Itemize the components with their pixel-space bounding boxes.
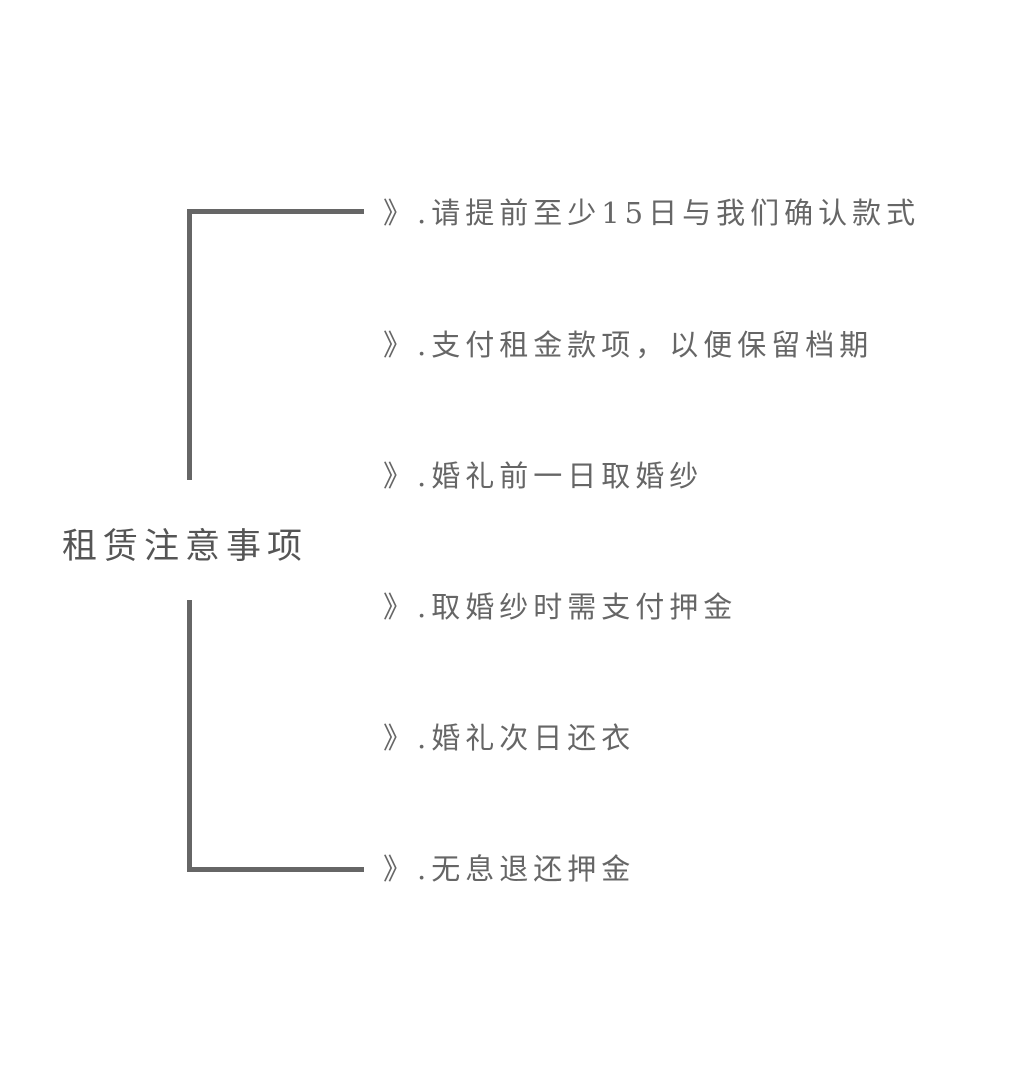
list-item-text: 取婚纱时需支付押金 bbox=[431, 590, 738, 624]
bracket-bottom-horizontal bbox=[187, 867, 364, 872]
bullet-prefix: 》. bbox=[383, 590, 432, 624]
diagram-title: 租赁注意事项 bbox=[62, 527, 309, 567]
bracket-bottom-vertical bbox=[187, 600, 192, 872]
bullet-prefix: 》. bbox=[383, 721, 432, 755]
bullet-prefix: 》. bbox=[383, 459, 432, 493]
list-item: 》.支付租金款项，以便保留档期 bbox=[383, 325, 873, 365]
list-item-text: 支付租金款项，以便保留档期 bbox=[431, 328, 874, 362]
list-item: 》.婚礼次日还衣 bbox=[383, 718, 635, 758]
bracket-top-horizontal bbox=[187, 209, 364, 214]
list-item: 》.婚礼前一日取婚纱 bbox=[383, 456, 703, 496]
list-item-text: 请提前至少15日与我们确认款式 bbox=[431, 196, 921, 230]
list-item: 》.无息退还押金 bbox=[383, 849, 635, 889]
bracket-top-vertical bbox=[187, 209, 192, 480]
list-item: 》.请提前至少15日与我们确认款式 bbox=[383, 193, 920, 233]
list-item-text: 无息退还押金 bbox=[431, 852, 636, 886]
bullet-prefix: 》. bbox=[383, 328, 432, 362]
bullet-prefix: 》. bbox=[383, 196, 432, 230]
list-item: 》.取婚纱时需支付押金 bbox=[383, 587, 737, 627]
list-item-text: 婚礼前一日取婚纱 bbox=[431, 459, 704, 493]
bullet-prefix: 》. bbox=[383, 852, 432, 886]
list-item-text: 婚礼次日还衣 bbox=[431, 721, 636, 755]
